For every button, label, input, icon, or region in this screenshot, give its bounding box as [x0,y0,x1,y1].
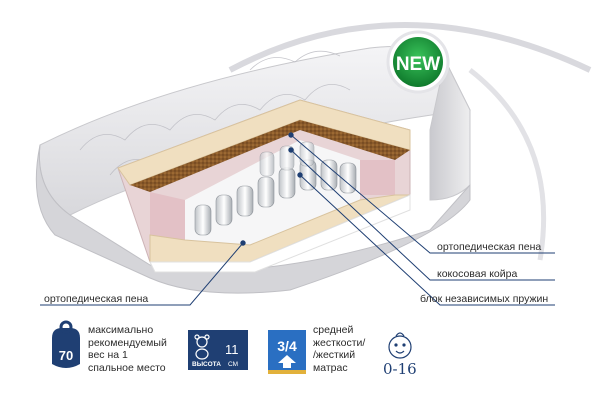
layer-coir [130,120,410,192]
leader-lines [40,132,555,306]
weight-text-line: вес на 1 [88,349,128,361]
height-label: ВЫСОТА [192,361,221,368]
springs [194,141,357,236]
teddy-bear-icon [194,334,210,360]
new-badge-label: NEW [396,54,440,75]
weight-text-line: рекомендуемый [88,336,167,349]
layer-pink-side-right [360,160,395,195]
label-springs: блок независимых пружин [420,293,549,305]
weight-text-line: спальное место [88,361,166,374]
height-badge: 11 ВЫСОТА СМ [188,330,248,370]
firmness-fraction: 3/4 [277,338,297,354]
weight-value: 70 [59,348,73,363]
age-range: 0-16 [383,360,417,378]
label-coir: кокосовая койра [437,268,518,280]
firmness-text-line: матрас [313,361,348,374]
label-top-foam: ортопедическая пена [437,241,542,253]
firmness-badge: 3/4 [268,330,306,374]
new-badge: NEW [386,30,450,94]
weight-text-line: максимально [88,324,154,336]
layer-pink-side-left [150,192,185,240]
firmness-text-line: /жесткий [313,349,356,361]
height-value: 11 [225,342,239,357]
weight-text: максимально рекомендуемый вес на 1 спаль… [88,324,167,374]
firmness-text-line: средней [313,324,354,336]
mattress-front [35,144,471,294]
decorative-arc-lower [468,68,547,261]
firmness-text: средней жесткости/ /жесткий матрас [313,324,365,374]
firmness-arrow-icon [278,355,296,368]
height-unit: СМ [228,361,238,368]
firmness-text-line: жесткости/ [313,336,366,349]
decorative-arc [228,22,592,73]
layer-base [149,194,411,273]
child-face-icon [388,332,412,359]
weight-icon: 70 [52,320,80,368]
label-bottom-foam: ортопедическая пена [44,293,149,305]
cross-section [117,99,411,273]
